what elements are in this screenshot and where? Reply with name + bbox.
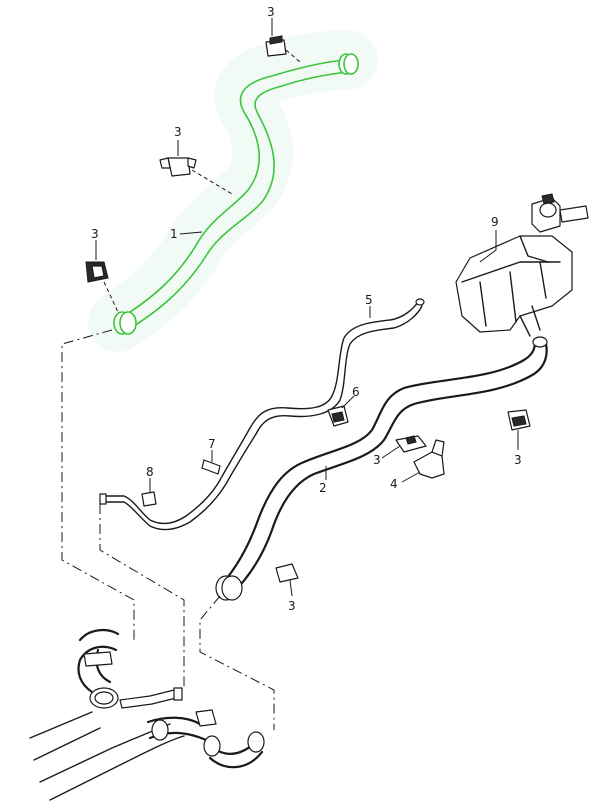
hose-2[interactable] bbox=[215, 336, 548, 601]
callout-9: 9 bbox=[491, 215, 499, 229]
leader-6 bbox=[341, 395, 355, 409]
leader-3f bbox=[289, 579, 293, 597]
bracket-4[interactable] bbox=[413, 439, 445, 479]
clamp-hose2-lower[interactable] bbox=[275, 563, 299, 583]
leader-3a-dash bbox=[285, 49, 301, 63]
callout-3-lower: 3 bbox=[91, 227, 99, 241]
hose-5[interactable] bbox=[99, 298, 425, 531]
leader-3d bbox=[381, 445, 401, 459]
callout-3-top: 3 bbox=[267, 5, 275, 19]
hose-1-glow bbox=[88, 30, 378, 352]
hose-1[interactable] bbox=[113, 53, 359, 335]
callout-4: 4 bbox=[390, 477, 398, 491]
callout-6: 6 bbox=[352, 385, 360, 399]
clamp-top[interactable] bbox=[265, 35, 287, 57]
expansion-tank[interactable] bbox=[455, 193, 589, 337]
clip-8[interactable] bbox=[141, 491, 157, 507]
clamp-hose2-right[interactable] bbox=[507, 409, 531, 431]
callout-3-right: 3 bbox=[514, 453, 522, 467]
engine-connections bbox=[29, 628, 265, 801]
clamp-lower[interactable] bbox=[85, 261, 109, 283]
callout-2: 2 bbox=[319, 481, 327, 495]
guide-hose2 bbox=[199, 595, 275, 730]
clamp-6[interactable] bbox=[327, 405, 349, 427]
leader-9 bbox=[479, 230, 497, 263]
callout-5: 5 bbox=[365, 293, 373, 307]
clip-3-bracket[interactable] bbox=[395, 435, 427, 453]
guide-left bbox=[61, 329, 135, 640]
callout-3-mid: 3 bbox=[174, 125, 182, 139]
guide-hose5 bbox=[99, 504, 185, 690]
callout-3-bracket: 3 bbox=[373, 453, 381, 467]
connector-7[interactable] bbox=[201, 459, 221, 475]
leader-3c-dash bbox=[103, 281, 119, 313]
callout-3-bottom: 3 bbox=[288, 599, 296, 613]
callout-7: 7 bbox=[208, 437, 216, 451]
callout-1: 1 bbox=[170, 227, 178, 241]
leader-4 bbox=[401, 471, 421, 483]
callout-8: 8 bbox=[146, 465, 154, 479]
leader-3b-dash bbox=[191, 169, 233, 195]
leader-1 bbox=[179, 231, 203, 235]
clamp-mid[interactable] bbox=[159, 157, 197, 177]
